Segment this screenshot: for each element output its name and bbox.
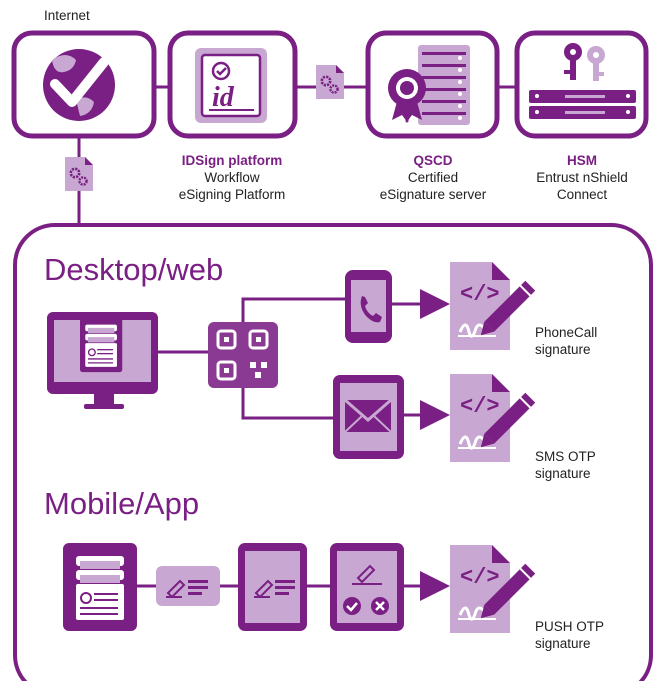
qscd-title: QSCD bbox=[413, 153, 453, 168]
desktop-monitor-icon bbox=[47, 312, 158, 409]
qscd-line2: eSignature server bbox=[379, 187, 487, 202]
keys-rack-icon bbox=[529, 43, 636, 119]
hsm-box bbox=[514, 30, 649, 139]
svg-text:id: id bbox=[212, 82, 235, 113]
link-qr-phone bbox=[241, 297, 345, 322]
push-otp-signature-label: PUSH OTP signature bbox=[535, 618, 645, 652]
document-gear-icon-down bbox=[63, 155, 95, 193]
hsm-line1: Entrust nShield bbox=[536, 170, 628, 185]
document-gear-icon bbox=[314, 63, 346, 101]
push-line1: PUSH OTP bbox=[535, 619, 605, 634]
qr-code-icon bbox=[208, 322, 278, 388]
idsign-line1: Workflow bbox=[204, 170, 260, 185]
phonecall-signature-label: PhoneCall signature bbox=[535, 324, 645, 358]
hsm-line2: Connect bbox=[556, 187, 608, 202]
desktop-web-heading: Desktop/web bbox=[44, 252, 224, 287]
email-tablet-icon bbox=[333, 375, 404, 459]
sms-line2: signature bbox=[535, 466, 591, 481]
idsign-title: IDSign platform bbox=[181, 153, 283, 168]
sms-line1: SMS OTP bbox=[535, 449, 596, 464]
hsm-title: HSM bbox=[567, 153, 597, 168]
qscd-box bbox=[365, 30, 500, 139]
idsign-document-icon: id bbox=[195, 48, 267, 123]
sms-otp-signature-label: SMS OTP signature bbox=[535, 448, 645, 482]
push-line2: signature bbox=[535, 636, 591, 651]
idsign-box: id bbox=[167, 30, 298, 139]
qscd-line1: Certified bbox=[407, 170, 459, 185]
internet-box bbox=[11, 30, 157, 139]
mobile-form-stack-icon bbox=[63, 543, 137, 631]
approve-reject-tablet-icon bbox=[330, 543, 404, 631]
idsign-line2: eSigning Platform bbox=[178, 187, 286, 202]
sign-step-icon-1 bbox=[156, 566, 220, 606]
hsm-label: HSM Entrust nShield Connect bbox=[512, 152, 652, 203]
sign-tablet-icon bbox=[238, 543, 307, 631]
idsign-label: IDSign platform Workflow eSigning Platfo… bbox=[152, 152, 312, 203]
phonecall-line1: PhoneCall bbox=[535, 325, 598, 340]
mobile-app-heading: Mobile/App bbox=[44, 486, 200, 521]
qscd-label: QSCD Certified eSignature server bbox=[358, 152, 508, 203]
globe-check-icon bbox=[43, 49, 115, 121]
link-qr-email bbox=[241, 384, 333, 420]
internet-label: Internet bbox=[44, 8, 90, 23]
phone-call-icon bbox=[345, 270, 392, 343]
server-certificate-icon bbox=[388, 45, 470, 125]
phonecall-line2: signature bbox=[535, 342, 591, 357]
